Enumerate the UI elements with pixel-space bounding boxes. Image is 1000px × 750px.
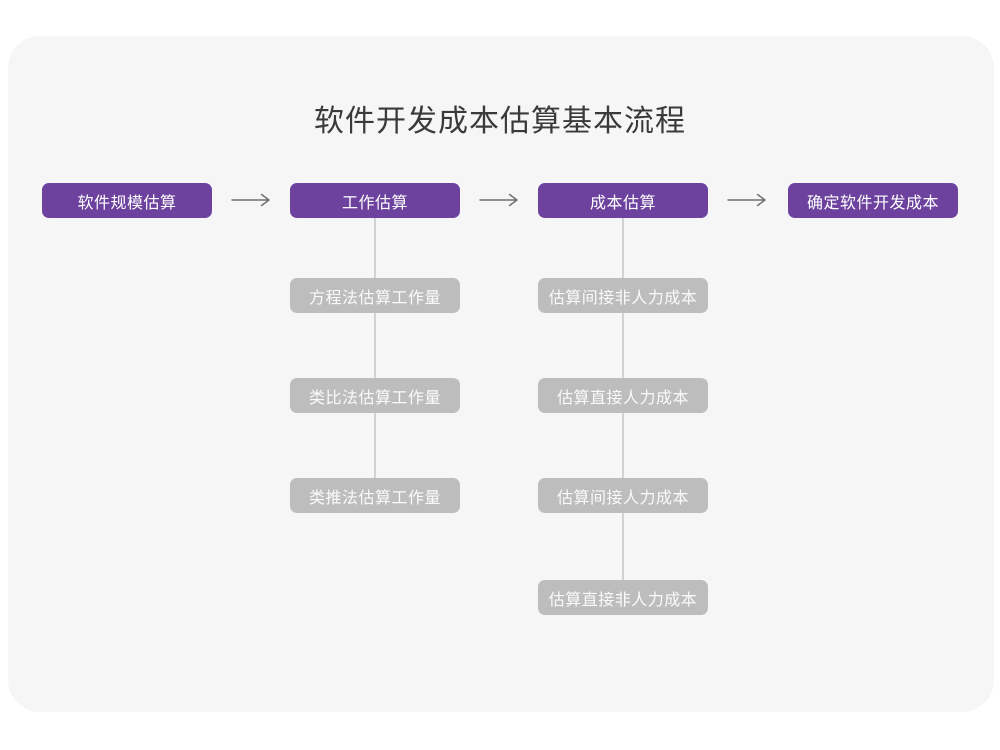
sub-node-indirect-labor-cost: 估算间接人力成本 (538, 478, 708, 513)
sub-node-analogy-method: 类比法估算工作量 (290, 378, 460, 413)
sub-node-label: 估算直接人力成本 (556, 389, 689, 407)
sub-node-direct-labor-cost: 估算直接人力成本 (538, 378, 708, 413)
sub-node-equation-method: 方程法估算工作量 (290, 278, 460, 313)
sub-node-label: 类推法估算工作量 (308, 489, 441, 507)
sub-node-label: 方程法估算工作量 (308, 289, 441, 307)
sub-node-label: 估算直接非人力成本 (548, 591, 698, 609)
flow-node-label: 软件规模估算 (77, 194, 177, 212)
flow-node-software-scale-estimation: 软件规模估算 (42, 183, 212, 218)
flow-node-determine-dev-cost: 确定软件开发成本 (788, 183, 958, 218)
arrow-right-icon (479, 193, 518, 207)
sub-node-label: 类比法估算工作量 (308, 389, 441, 407)
flowchart-title: 软件开发成本估算基本流程 (314, 105, 686, 138)
flowchart-card-background (8, 36, 994, 712)
sub-node-label: 估算间接非人力成本 (548, 289, 698, 307)
connector-line-work-estimation (374, 218, 376, 496)
flow-node-label: 工作估算 (341, 194, 408, 212)
sub-node-direct-nonlabor-cost: 估算直接非人力成本 (538, 580, 708, 615)
flow-node-cost-estimation: 成本估算 (538, 183, 708, 218)
flow-node-label: 成本估算 (589, 194, 656, 212)
sub-node-indirect-nonlabor-cost: 估算间接非人力成本 (538, 278, 708, 313)
arrow-right-icon (231, 193, 270, 207)
flow-node-label: 确定软件开发成本 (806, 194, 939, 212)
sub-node-extrapolation-method: 类推法估算工作量 (290, 478, 460, 513)
sub-node-label: 估算间接人力成本 (556, 489, 689, 507)
arrow-right-icon (727, 193, 766, 207)
flow-node-work-estimation: 工作估算 (290, 183, 460, 218)
